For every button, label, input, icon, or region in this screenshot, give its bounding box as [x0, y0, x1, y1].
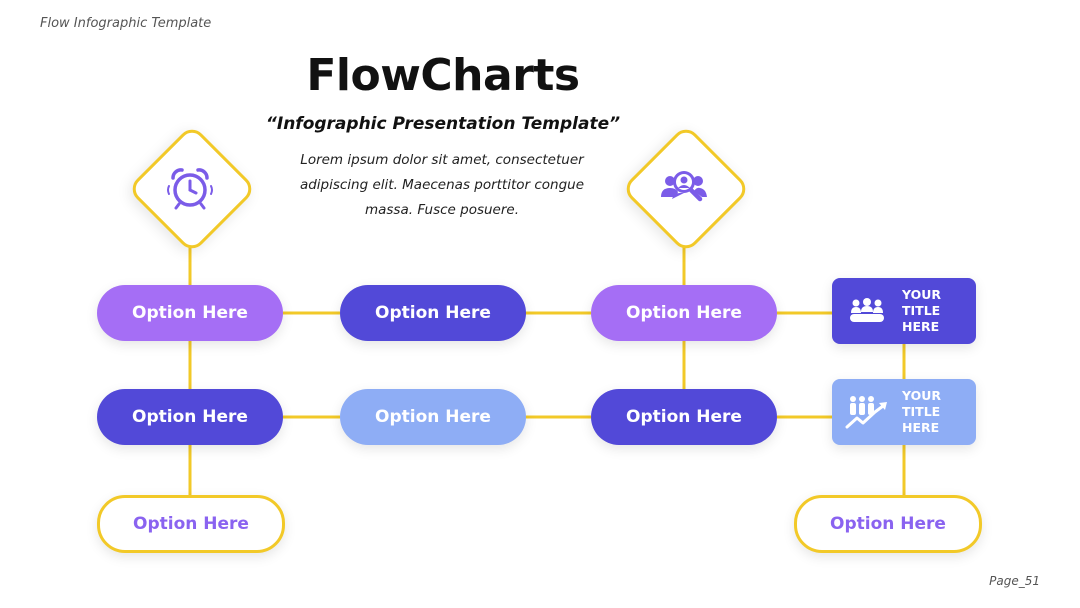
title-card-top[interactable]: YOUR TITLE HERE	[832, 278, 976, 344]
header-label: Flow Infographic Template	[40, 16, 212, 31]
body-text: Lorem ipsum dolor sit amet, consectetuer…	[299, 152, 585, 218]
page-number: Page_51	[989, 574, 1040, 588]
title-card-bottom-text: YOUR TITLE HERE	[902, 388, 942, 435]
title-card-top-text: YOUR TITLE HERE	[902, 287, 942, 334]
option-pill-r3-left[interactable]: Option Here	[97, 495, 285, 553]
alarm-clock-icon	[162, 159, 218, 215]
option-pill-r2-c3[interactable]: Option Here	[591, 389, 777, 445]
option-pill-r1-c2[interactable]: Option Here	[340, 285, 526, 341]
page-subtitle: “Infographic Presentation Template”	[265, 114, 621, 134]
option-pill-r1-c3[interactable]: Option Here	[591, 285, 777, 341]
team-meeting-icon	[832, 297, 902, 325]
title-card-bottom[interactable]: YOUR TITLE HERE	[832, 379, 976, 445]
option-pill-r2-c1[interactable]: Option Here	[97, 389, 283, 445]
option-pill-r1-c1[interactable]: Option Here	[97, 285, 283, 341]
option-pill-r2-c2[interactable]: Option Here	[340, 389, 526, 445]
team-growth-icon	[832, 394, 902, 430]
page-title: FlowCharts	[306, 50, 580, 101]
user-search-icon	[656, 159, 712, 215]
option-pill-r3-right[interactable]: Option Here	[794, 495, 982, 553]
